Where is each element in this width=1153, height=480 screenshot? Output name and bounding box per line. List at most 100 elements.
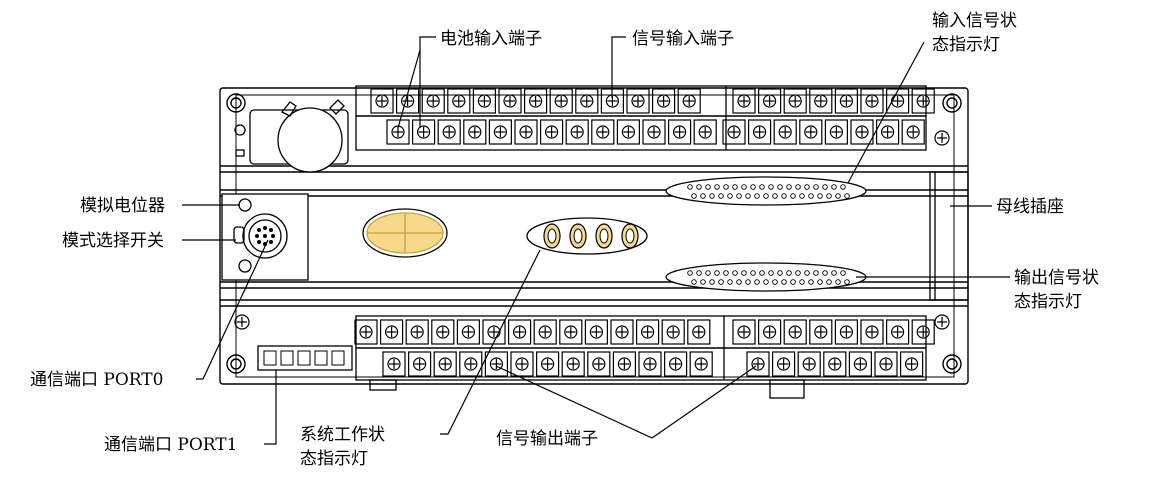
input-indicator-led	[790, 193, 796, 199]
output-terminal-screw[interactable]	[587, 351, 611, 377]
output-terminal-screw[interactable]	[433, 351, 457, 377]
output-indicator-led	[822, 270, 828, 276]
input-terminal-screw[interactable]	[651, 88, 676, 114]
input-indicator-led	[736, 193, 742, 199]
output-terminal-screw[interactable]	[911, 319, 935, 345]
input-terminal-screw[interactable]	[523, 88, 548, 114]
output-terminal-screw[interactable]	[431, 319, 455, 345]
output-terminal-screw[interactable]	[783, 319, 807, 345]
input-terminal-screw[interactable]	[693, 119, 717, 145]
input-terminal-screw[interactable]	[549, 88, 573, 114]
input-terminal-screw[interactable]	[757, 88, 782, 114]
output-terminal-screw[interactable]	[510, 351, 534, 377]
output-indicator-led	[696, 270, 702, 276]
input-terminal-screw[interactable]	[498, 88, 522, 114]
output-terminal-screw[interactable]	[459, 351, 483, 377]
input-indicator-led	[718, 193, 724, 199]
input-terminal-screw[interactable]	[437, 119, 461, 145]
input-terminal-screw[interactable]	[370, 88, 394, 114]
input-terminal-screw[interactable]	[824, 119, 849, 145]
input-terminal-screw[interactable]	[799, 119, 823, 145]
output-terminal-screw[interactable]	[533, 319, 557, 345]
output-terminal-screw[interactable]	[456, 319, 480, 345]
output-terminal-screw[interactable]	[508, 319, 532, 345]
output-terminal-screw[interactable]	[482, 319, 506, 345]
output-terminal-screw[interactable]	[663, 351, 688, 377]
port0-connector-pins	[255, 226, 275, 246]
output-terminal-screw[interactable]	[484, 351, 508, 377]
output-terminal-screw[interactable]	[797, 351, 821, 377]
labels: 电池输入端子 信号输入端子 输入信号状 态指示灯 模拟电位器 模式选择开关 母线…	[30, 11, 1099, 469]
output-terminal-screw[interactable]	[848, 351, 873, 377]
output-indicator-led	[777, 270, 783, 276]
output-terminal-screw[interactable]	[612, 351, 637, 377]
output-terminal-screw[interactable]	[687, 319, 711, 345]
callout-lines	[182, 36, 1010, 445]
input-terminal-screw[interactable]	[722, 119, 746, 145]
input-terminal-screw[interactable]	[911, 88, 935, 114]
input-terminal-screw[interactable]	[732, 88, 756, 114]
output-terminal-screw[interactable]	[809, 319, 833, 345]
input-indicator-led	[691, 193, 697, 199]
output-terminal-screw[interactable]	[405, 319, 429, 345]
input-terminal-screw[interactable]	[514, 119, 538, 145]
output-terminal-screw[interactable]	[823, 351, 847, 377]
output-indicator-led	[754, 279, 760, 285]
output-terminal-screw[interactable]	[354, 319, 378, 345]
system-status-led	[543, 223, 561, 249]
input-terminal-screw[interactable]	[421, 88, 445, 114]
input-terminal-screw[interactable]	[834, 88, 859, 114]
input-terminal-screw[interactable]	[642, 119, 666, 145]
output-terminal-screw[interactable]	[860, 319, 884, 345]
output-terminal-screw[interactable]	[559, 319, 583, 345]
output-terminal-screw[interactable]	[689, 351, 713, 377]
output-terminal-screw[interactable]	[635, 319, 660, 345]
input-terminal-screw[interactable]	[463, 119, 487, 145]
input-terminal-screw[interactable]	[677, 88, 701, 114]
output-terminal-screw[interactable]	[746, 351, 770, 377]
input-terminal-screw[interactable]	[747, 119, 772, 145]
input-terminal-screw[interactable]	[447, 88, 471, 114]
output-terminal-screw[interactable]	[380, 319, 404, 345]
output-terminal-screw[interactable]	[408, 351, 432, 377]
output-terminal-screw[interactable]	[899, 351, 924, 377]
input-terminal-screw[interactable]	[875, 119, 900, 145]
input-terminal-screw[interactable]	[396, 88, 420, 114]
input-terminal-screw[interactable]	[860, 88, 884, 114]
input-terminal-screw[interactable]	[488, 119, 512, 145]
input-terminal-screw[interactable]	[472, 88, 496, 114]
output-terminal-screw[interactable]	[584, 319, 609, 345]
output-indicator-led	[741, 270, 747, 276]
output-terminal-screw[interactable]	[610, 319, 634, 345]
output-terminal-screw[interactable]	[757, 319, 782, 345]
input-terminal-screw[interactable]	[591, 119, 615, 145]
output-terminal-screw[interactable]	[535, 351, 560, 377]
input-terminal-screw[interactable]	[667, 119, 692, 145]
output-terminal-screw[interactable]	[874, 351, 898, 377]
output-terminal-screw[interactable]	[885, 319, 910, 345]
label-output-led-2: 态指示灯	[1014, 292, 1082, 312]
input-terminal-screw[interactable]	[783, 88, 807, 114]
input-terminal-screw[interactable]	[773, 119, 797, 145]
port0-pin	[255, 234, 259, 238]
output-terminal-screw[interactable]	[771, 351, 796, 377]
output-terminal-screw[interactable]	[661, 319, 685, 345]
input-terminal-screw[interactable]	[626, 88, 650, 114]
input-terminal-screw[interactable]	[901, 119, 925, 145]
output-terminal-screw[interactable]	[382, 351, 406, 377]
input-terminal-screw[interactable]	[539, 119, 564, 145]
output-terminal-screw[interactable]	[638, 351, 662, 377]
output-terminal-screw[interactable]	[561, 351, 585, 377]
output-terminal-screw[interactable]	[834, 319, 859, 345]
output-terminal-screw[interactable]	[732, 319, 756, 345]
input-terminal-screw[interactable]	[850, 119, 874, 145]
input-terminal-screw[interactable]	[565, 119, 589, 145]
input-terminal-screw[interactable]	[616, 119, 641, 145]
input-terminal-screw[interactable]	[412, 119, 436, 145]
input-indicator-led	[831, 184, 837, 190]
output-indicator-led	[808, 279, 814, 285]
input-terminal-screw[interactable]	[575, 88, 599, 114]
input-terminal-screw[interactable]	[809, 88, 833, 114]
label-port1: 通信端口 PORT1	[104, 435, 237, 455]
